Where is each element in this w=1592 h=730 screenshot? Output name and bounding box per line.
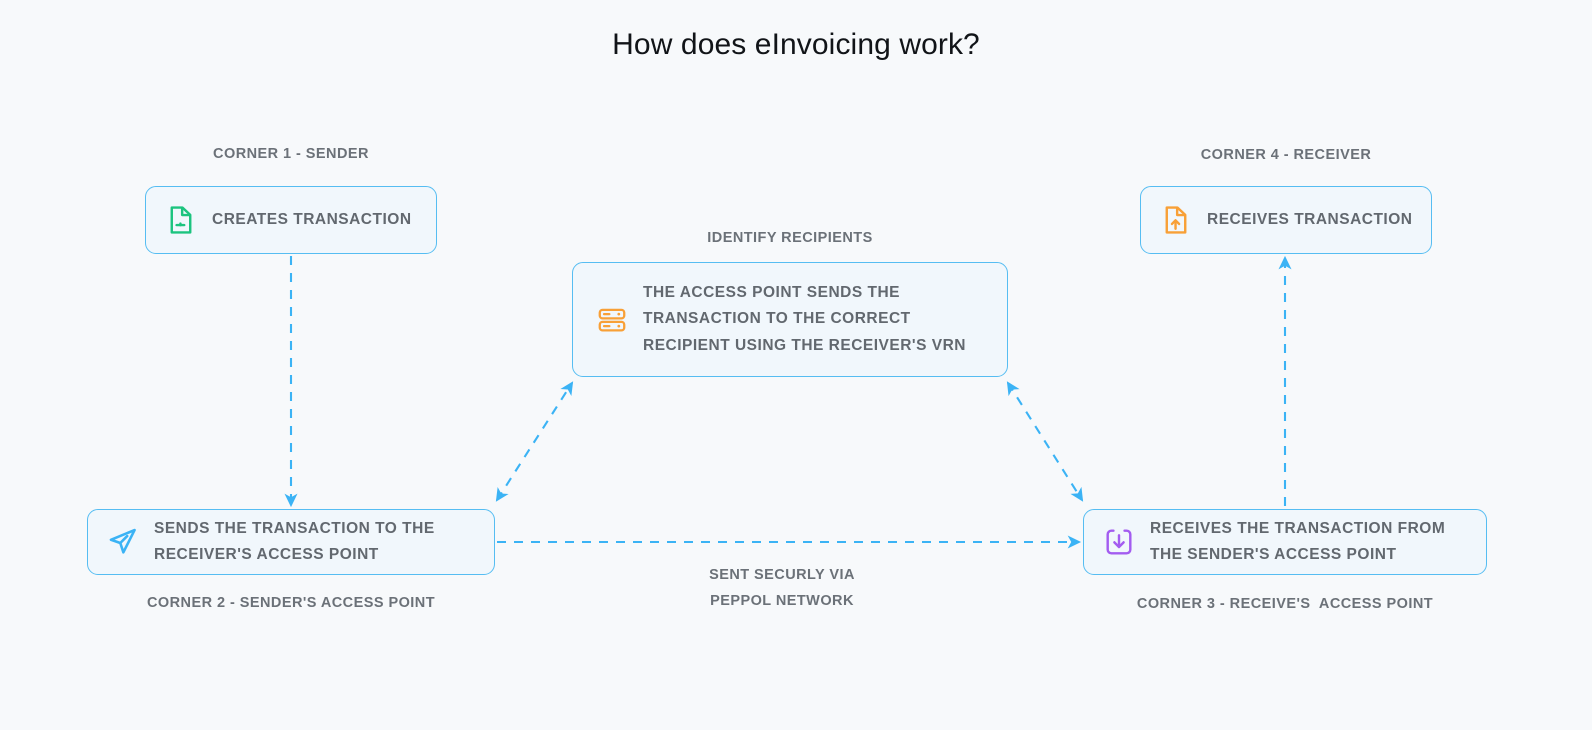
download-icon xyxy=(1102,525,1136,559)
document-upload-icon xyxy=(1159,203,1193,237)
caption-corner1: CORNER 1 - SENDER xyxy=(213,146,369,162)
server-icon xyxy=(595,303,629,337)
arrow-corner2-to-access-point xyxy=(495,381,574,502)
node-access-point[interactable]: THE ACCESS POINT SENDS THE TRANSACTION T… xyxy=(572,262,1008,377)
document-plus-icon xyxy=(164,203,198,237)
node-corner4-label: RECEIVES TRANSACTION xyxy=(1207,210,1413,228)
node-corner1-label: CREATES TRANSACTION xyxy=(212,210,412,228)
node-corner1-sender[interactable]: CREATES TRANSACTION xyxy=(145,186,437,254)
send-icon xyxy=(106,525,140,559)
caption-corner3: CORNER 3 - RECEIVE'S ACCESS POINT xyxy=(1136,596,1434,612)
caption-corner4: CORNER 4 - RECEIVER xyxy=(1200,147,1372,163)
node-corner4-receiver[interactable]: RECEIVES TRANSACTION xyxy=(1140,186,1432,254)
node-corner3-receiver-access-point[interactable]: RECEIVES THE TRANSACTION FROM THE SENDER… xyxy=(1083,509,1487,575)
node-access-point-label: THE ACCESS POINT SENDS THE TRANSACTION T… xyxy=(643,284,966,354)
caption-corner2: CORNER 2 - SENDER'S ACCESS POINT xyxy=(146,595,436,611)
arrow-access-point-to-corner3 xyxy=(1006,381,1084,502)
node-corner3-label: RECEIVES THE TRANSACTION FROM THE SENDER… xyxy=(1150,519,1446,563)
node-corner2-sender-access-point[interactable]: SENDS THE TRANSACTION TO THE RECEIVER'S … xyxy=(87,509,495,575)
node-corner2-label: SENDS THE TRANSACTION TO THE RECEIVER'S … xyxy=(154,519,435,563)
caption-peppol-network: SENT SECURLY VIA PEPPOL NETWORK xyxy=(709,567,855,609)
caption-access-point: IDENTIFY RECIPIENTS xyxy=(707,230,873,246)
page-title: How does eInvoicing work? xyxy=(612,28,980,61)
